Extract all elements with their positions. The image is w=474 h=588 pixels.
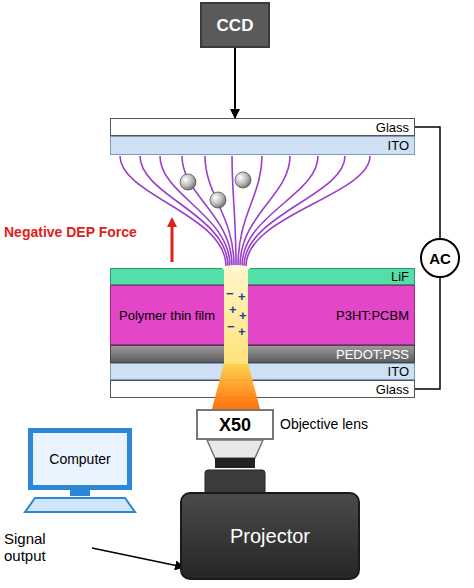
layer-box: Glass [110, 118, 415, 136]
wire [415, 127, 440, 238]
charge-sign: + [229, 303, 237, 318]
lens-body [207, 440, 263, 468]
layer-box: ITO [110, 363, 415, 380]
node-text: PEDOT:PSS [336, 348, 409, 361]
particles [180, 172, 251, 208]
node-text: CCD [217, 17, 254, 34]
node-text: Computer [49, 452, 110, 466]
node-text: AC [429, 251, 451, 266]
dep-force-arrow [171, 222, 174, 262]
layer-box: CCD [200, 2, 270, 48]
force-label: Negative DEP Force [4, 224, 137, 240]
charge-sign: − [227, 320, 235, 335]
node-text: P3HT:PCBM [336, 309, 409, 322]
node-text: LiF [391, 270, 409, 283]
layer-box: X50Objective lens [196, 409, 274, 440]
signal-label: Signal output [4, 530, 88, 565]
layer-box: Polymer thin film P3HT:PCBM [110, 285, 415, 345]
node-text: Glass [376, 383, 409, 396]
layer-box: Glass [110, 380, 415, 398]
layer-box: Computer [28, 428, 132, 490]
layer-box: PEDOT:PSS [110, 345, 415, 363]
layer-box: LiF [110, 268, 415, 285]
node-text: X50 [219, 416, 251, 434]
node-text: ITO [388, 365, 409, 378]
field-lines [120, 156, 370, 266]
wire [415, 278, 440, 389]
computer-keyboard [25, 490, 135, 512]
charge-sign: + [239, 309, 247, 324]
arrow [234, 48, 236, 118]
charge-sign: + [238, 290, 246, 305]
layer-box: ITO [110, 136, 415, 155]
layer-box: Projector [180, 492, 360, 580]
node-text: Projector [230, 526, 310, 546]
node-text: Glass [376, 121, 409, 134]
source-circle: AC [420, 238, 460, 278]
node-text: Objective lens [280, 417, 368, 431]
charge-sign: + [238, 325, 246, 340]
node-text: ITO [388, 139, 409, 152]
charge-sign: − [226, 287, 234, 302]
signal-arrow [92, 548, 183, 567]
projector-lens-housing [205, 470, 265, 494]
node-text: Polymer thin film [119, 309, 215, 322]
